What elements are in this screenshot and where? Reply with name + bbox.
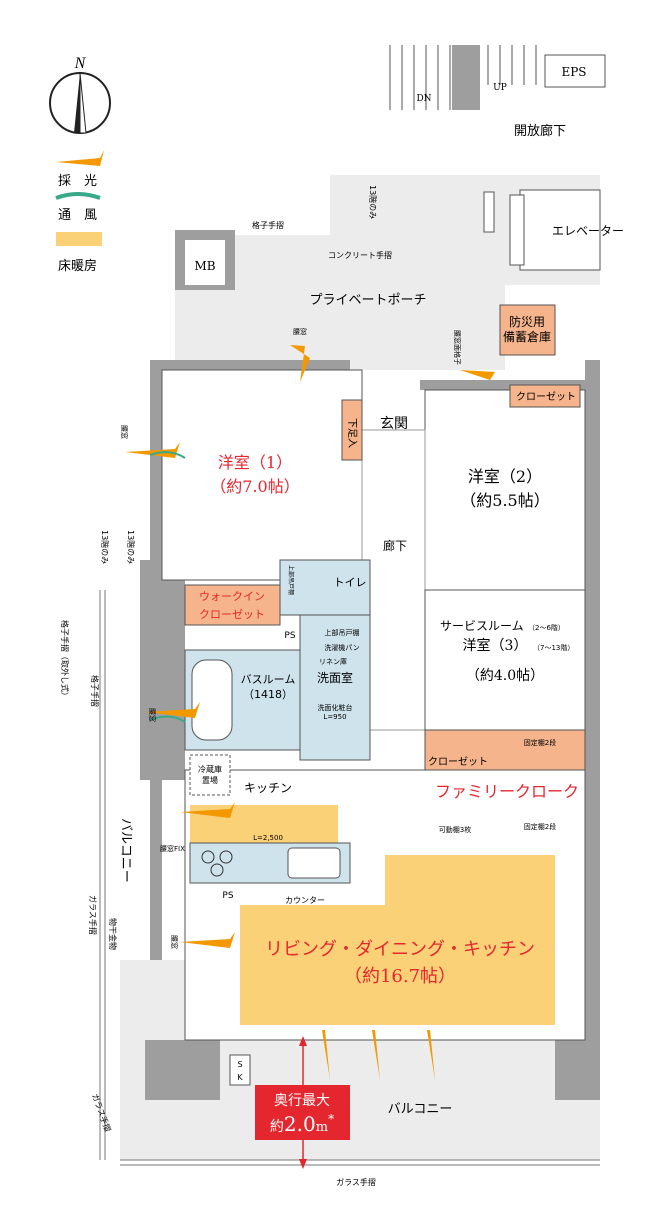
toilet-shelf: 上部吊戸棚 [287,565,295,595]
concrete-rail: コンクリート手摺 [328,250,392,260]
linen-label: リネン庫 [319,657,347,666]
bath-label-1: バスルーム [241,673,296,686]
balcony-label: バルコニー [388,1102,453,1117]
wic-label-1: ウォークイン [199,590,265,603]
unit-floor [120,175,600,1160]
ps2-label: PS [222,891,233,901]
entrance-label: 玄関 [380,415,408,432]
glass-rail-bottom: ガラス手摺 [336,1177,376,1187]
north-label: N [74,55,87,72]
dn-label: DN [416,94,431,104]
legend-light: 採 光 [58,174,97,189]
fridge-label-1: 冷蔵庫 [198,764,222,774]
floors-13-left: 13階のみ [100,530,110,564]
window-kitchen: 腰窓FIX [160,844,185,853]
corridor-label: 開放廊下 [514,123,566,139]
sk-label-2: K [237,1073,243,1082]
movable-label: 可動棚3枚 [439,825,471,834]
railings [99,590,600,1166]
lattice-rail-top: 格子手摺 [252,220,284,230]
legend: 採 光 通 風 床暖房 [55,150,104,274]
washer-label: 洗濯機パン [324,643,359,652]
mb-label: MB [194,259,215,273]
bath-label-2: （1418） [243,688,293,701]
bed3-name1: サービスルーム [440,619,524,633]
fridge-label-2: 置場 [202,775,218,785]
washroom-label: 洗面室 [317,670,353,685]
closet-label: クローゼット [516,391,576,403]
wic-label-2: クローゼット [199,608,265,621]
sk-label-1: S [237,1060,242,1069]
bed3-size: （約4.0帖） [466,668,544,684]
family-label: ファミリークローク [435,782,579,801]
window-bath: 腰窓 [148,708,157,722]
eps-label: EPS [561,65,586,79]
window-ldk: 腰窓 [170,935,179,949]
bed1-size: （約7.0帖） [210,477,299,496]
depth-label: 奥行最大 [274,1092,330,1109]
ldk-name: リビング・ダイニング・キッチン [265,939,535,960]
vanity-label-1: 洗面化粧台 [318,703,353,712]
compass: N [49,55,111,134]
elevator-label: エレベーター [552,224,624,238]
shoe-label: 下足入 [346,418,358,448]
bed3-note2: （7〜13階） [533,643,574,652]
light-icon [56,150,104,166]
bed1-name: 洋室（1） [218,453,292,472]
rooms [161,304,586,1086]
legend-wind: 通 風 [58,208,97,223]
fixed-top: 固定棚2段 [524,738,556,747]
lattice-rail-side: 格子手摺 [90,675,100,707]
window-porch: 腰窓面格子 [453,330,462,365]
kitchen-label: キッチン [244,781,292,795]
ps1-label: PS [284,631,295,641]
storage-label-2: 備蓄倉庫 [503,329,551,344]
vanity-label-2: L=950 [323,713,346,721]
legend-heating: 床暖房 [58,258,97,274]
window-bed1-left: 腰窓 [120,425,129,439]
bed2-name: 洋室（2） [468,467,542,486]
hall-label: 廊下 [383,538,407,553]
porch-label: プライベートポーチ [309,293,426,308]
ldk-size: （約16.7帖） [344,966,456,987]
kitchen-len: L=2,500 [253,834,283,842]
bed2-size: （約5.5帖） [460,491,549,510]
floors-13-top: 13階のみ [368,185,378,219]
storage-label-1: 防災用 [509,314,545,329]
depth-value: 約2.0m* [270,1112,334,1136]
floor-heating-swatch [56,232,102,246]
toilet-label: トイレ [334,576,367,589]
up-label: UP [493,83,507,93]
closet2-label: クローゼット [428,756,488,768]
balcony-side-label: バルコニー [118,818,133,883]
floors-13-left2: 13階のみ [126,530,136,564]
window-bed1-top: 腰窓 [293,327,307,336]
glass-rail-left2: ガラス手摺 [90,1092,113,1133]
fixed-bottom: 固定棚2段 [524,822,556,831]
bed3-note1: （2〜6階） [528,623,565,632]
wind-icon [55,192,101,200]
ventilation-arrows [125,345,495,1080]
removable-rail: 格子手摺（取外し式） [60,620,70,700]
drying-hardware: 物干金物 [108,918,118,950]
wash-upper: 上部吊戸棚 [325,628,360,637]
glass-rail-left: ガラス手摺 [88,895,98,935]
counter-label: カウンター [285,896,325,905]
labels: MB 格子手摺 コンクリート手摺 13階のみ プライベートポーチ 防災用 備蓄倉… [60,185,579,1187]
depth-badge: 奥行最大 約2.0m* [255,1036,350,1169]
bed3-name2: 洋室（3） [463,637,528,654]
